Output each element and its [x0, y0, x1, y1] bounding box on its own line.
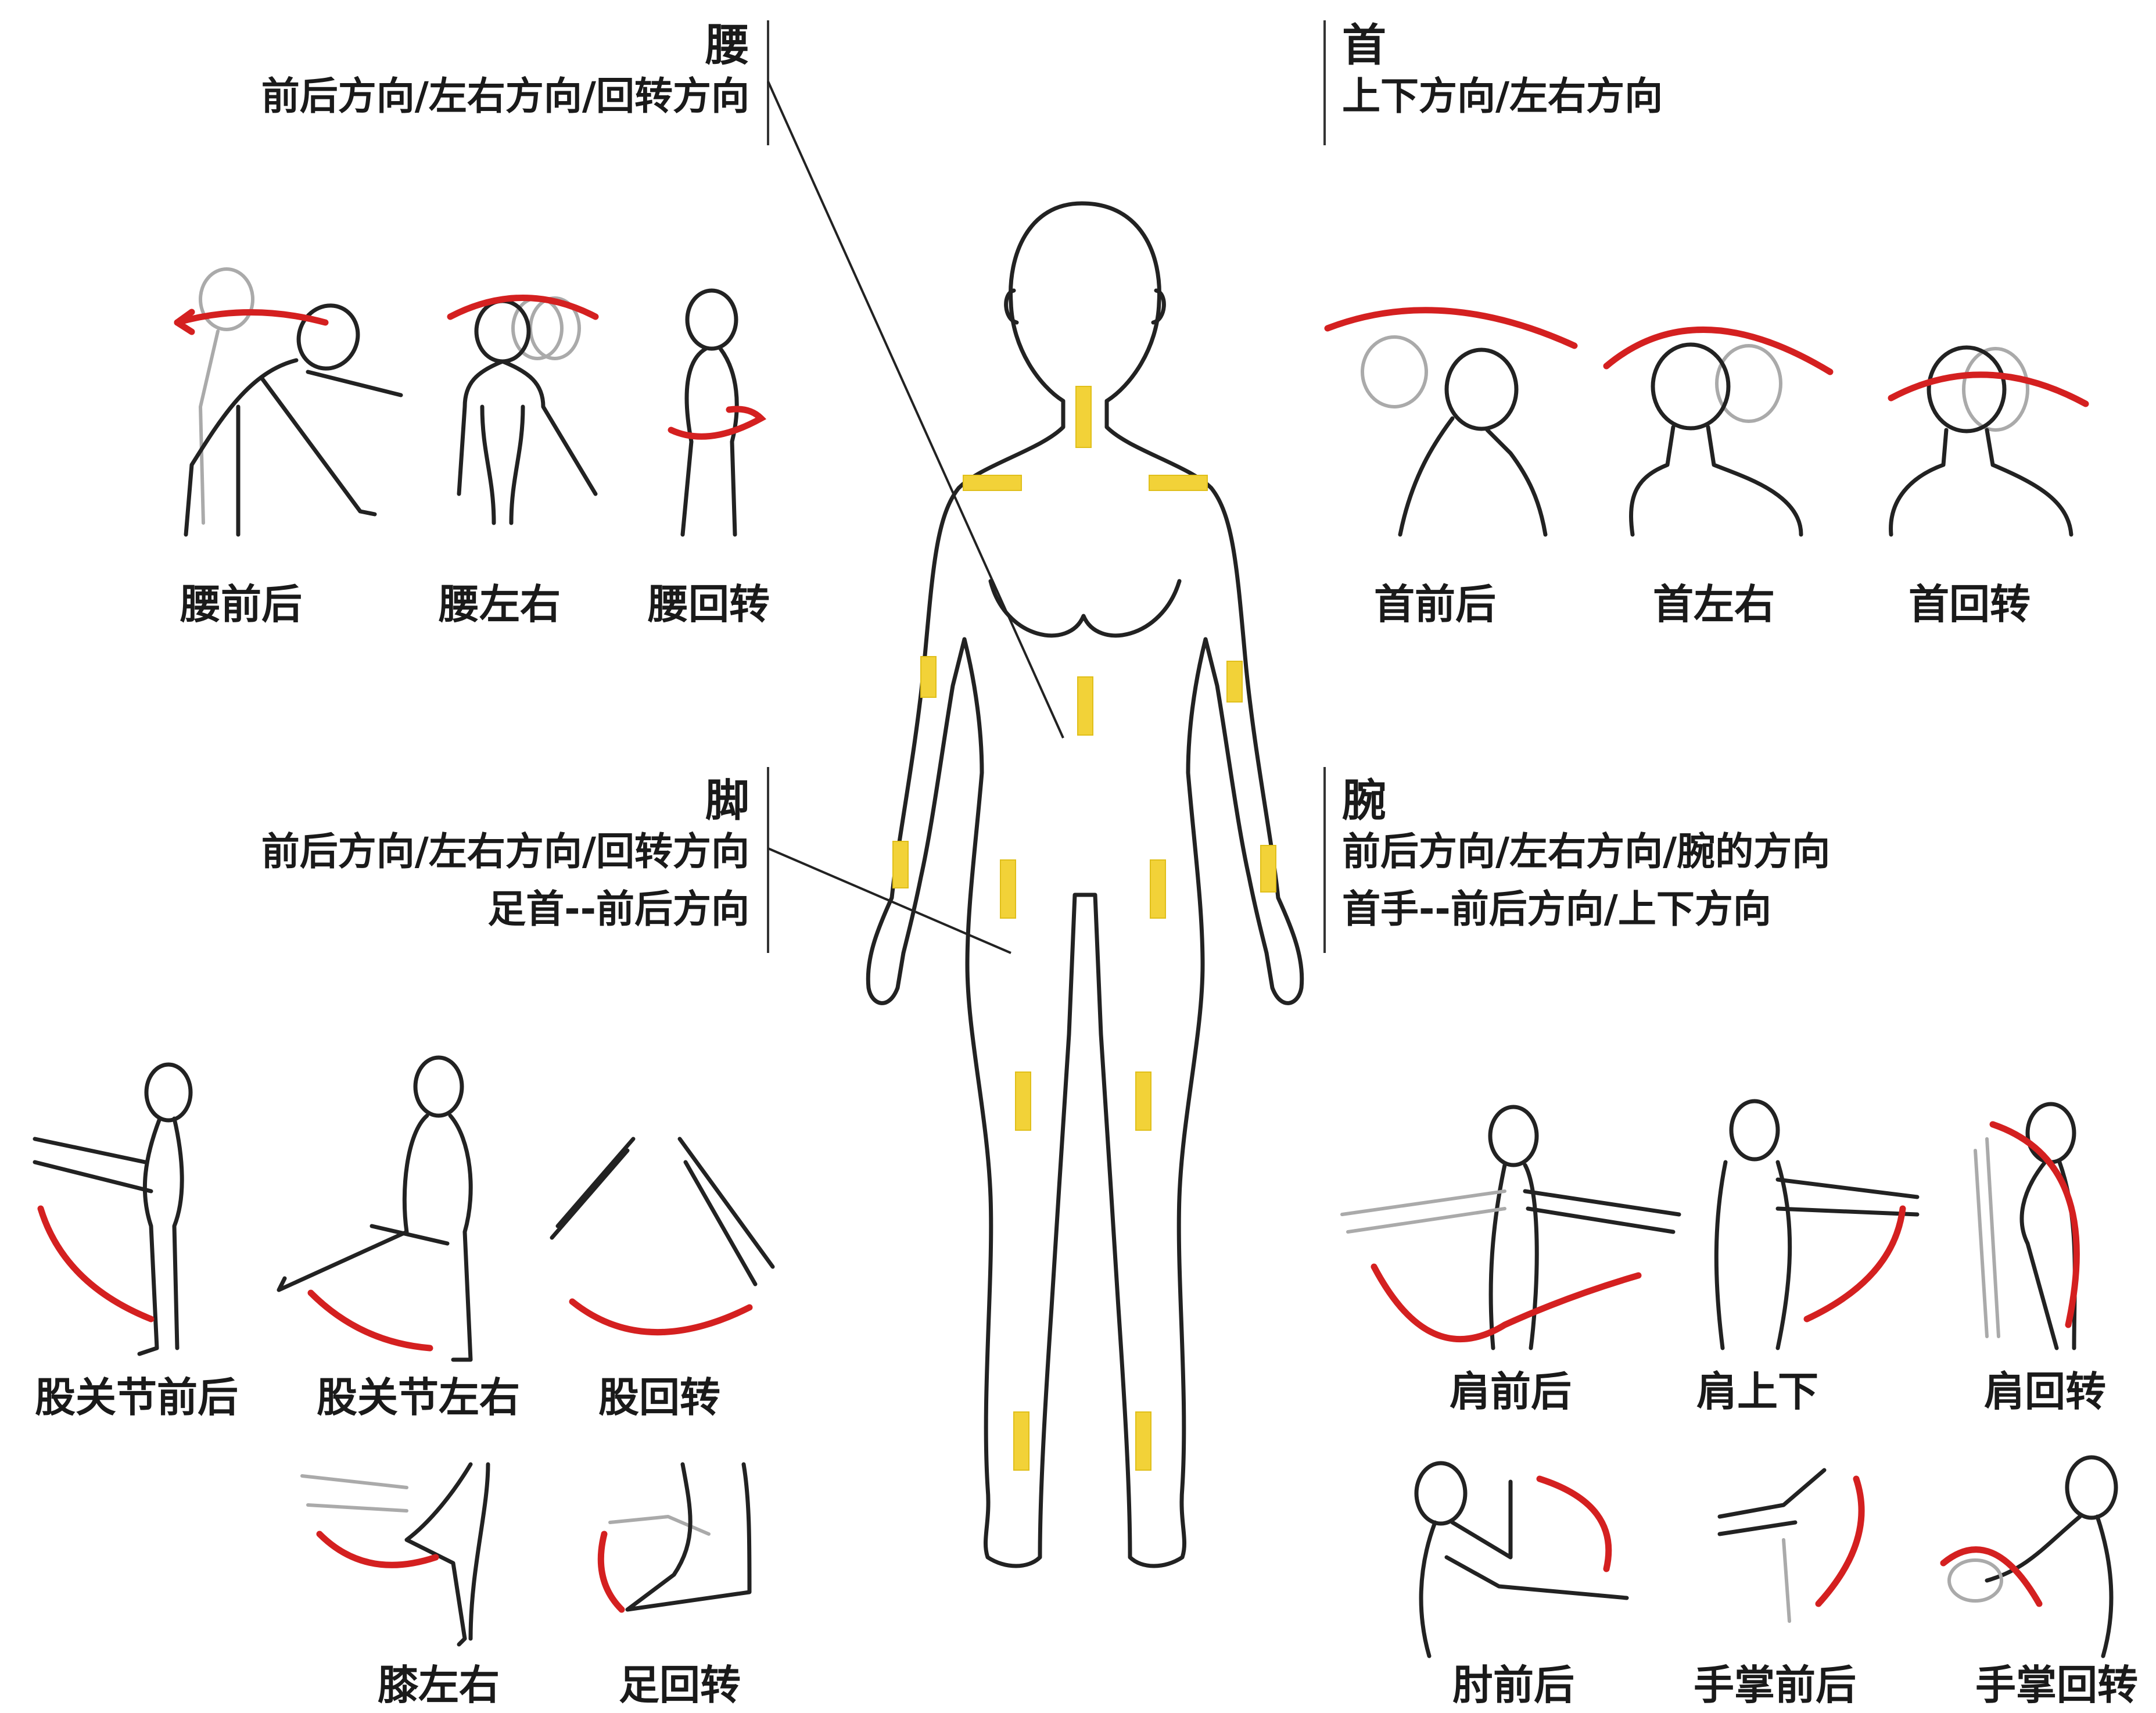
neck-fb-figure [1328, 310, 1574, 535]
sensor-forearm-left [1261, 845, 1276, 892]
leg-section-label: 脚 前后方向/左右方向/回转方向 足首--前后方向 [116, 779, 749, 938]
caption-neck-rot: 首回转 [1909, 584, 2031, 625]
caption-foot-rot: 足回转 [619, 1665, 741, 1705]
leg-section-title: 脚 [116, 779, 749, 823]
hip-lr-figure [279, 1058, 471, 1360]
caption-knee-lr: 膝左右 [378, 1665, 500, 1705]
sensor-tapes [893, 386, 1276, 1470]
sensor-ankle-left [1136, 1412, 1151, 1470]
hip-fb-figure [35, 1065, 191, 1354]
caption-neck-fb: 首前后 [1374, 584, 1496, 625]
caption-elbow-fb: 肘前后 [1452, 1665, 1574, 1705]
caption-shoulder-ud: 肩上下 [1696, 1371, 1818, 1412]
caption-shoulder-rot: 肩回转 [1984, 1371, 2106, 1412]
neck-section-desc: 上下方向/左右方向 [1342, 67, 2039, 125]
caption-shoulder-fb: 肩前后 [1450, 1371, 1572, 1412]
palm-fb-figure [1720, 1470, 1861, 1621]
caption-neck-lr: 首左右 [1653, 584, 1775, 625]
caption-waist-lr: 腰左右 [439, 584, 561, 625]
caption-palm-fb: 手掌前后 [1694, 1665, 1856, 1705]
sensor-shoulder-right [963, 475, 1021, 490]
waist-section-title: 腰 [116, 23, 749, 67]
sensor-thigh-right [1000, 860, 1016, 918]
sensor-thigh-left [1150, 860, 1165, 918]
waist-section-desc: 前后方向/左右方向/回转方向 [116, 67, 749, 125]
sensor-shin-left [1136, 1072, 1151, 1130]
arm-section-desc-2: 首手--前后方向/上下方向 [1342, 880, 2126, 938]
caption-palm-rot: 手掌回转 [1975, 1665, 2138, 1705]
sensor-upper-arm-left [1227, 661, 1242, 702]
leg-section-desc-1: 前后方向/左右方向/回转方向 [116, 823, 749, 880]
palm-rot-figure [1943, 1457, 2116, 1656]
shoulder-ud-figure [1716, 1101, 1917, 1348]
sensor-ankle-right [1014, 1412, 1029, 1470]
waist-leader-line [768, 81, 1063, 738]
sensor-neck [1076, 386, 1091, 447]
waist-rot-figure [671, 291, 761, 535]
arm-section-desc-1: 前后方向/左右方向/腕的方向 [1342, 823, 2126, 880]
sensor-waist [1078, 677, 1093, 735]
caption-hip-rot: 股回转 [598, 1377, 720, 1418]
hip-rot-figure [552, 1139, 773, 1332]
shoulder-rot-figure [1975, 1104, 2076, 1348]
elbow-fb-figure [1416, 1463, 1627, 1656]
neck-rot-figure [1891, 347, 2086, 535]
arm-section-label: 腕 前后方向/左右方向/腕的方向 首手--前后方向/上下方向 [1342, 779, 2126, 938]
caption-hip-fb: 股关节前后 [35, 1377, 238, 1418]
leg-section-desc-2: 足首--前后方向 [116, 880, 749, 938]
waist-section-label: 腰 前后方向/左右方向/回转方向 [116, 23, 749, 125]
shoulder-fb-figure [1342, 1107, 1679, 1348]
neck-section-title: 首 [1342, 23, 2039, 67]
waist-lr-figure [450, 298, 595, 524]
caption-waist-fb: 腰前后 [180, 584, 302, 625]
sensor-forearm-right [893, 841, 908, 888]
knee-lr-figure [302, 1464, 488, 1644]
waist-fb-figure [177, 269, 401, 535]
neck-section-label: 首 上下方向/左右方向 [1342, 23, 2039, 125]
caption-hip-lr: 股关节左右 [317, 1377, 520, 1418]
sensor-shoulder-left [1149, 475, 1207, 490]
sensor-upper-arm-right [921, 657, 936, 697]
arm-section-title: 腕 [1342, 779, 2126, 823]
caption-waist-rot: 腰回转 [648, 584, 770, 625]
foot-rot-figure [601, 1464, 749, 1610]
sensor-shin-right [1016, 1072, 1031, 1130]
neck-lr-figure [1606, 329, 1830, 535]
